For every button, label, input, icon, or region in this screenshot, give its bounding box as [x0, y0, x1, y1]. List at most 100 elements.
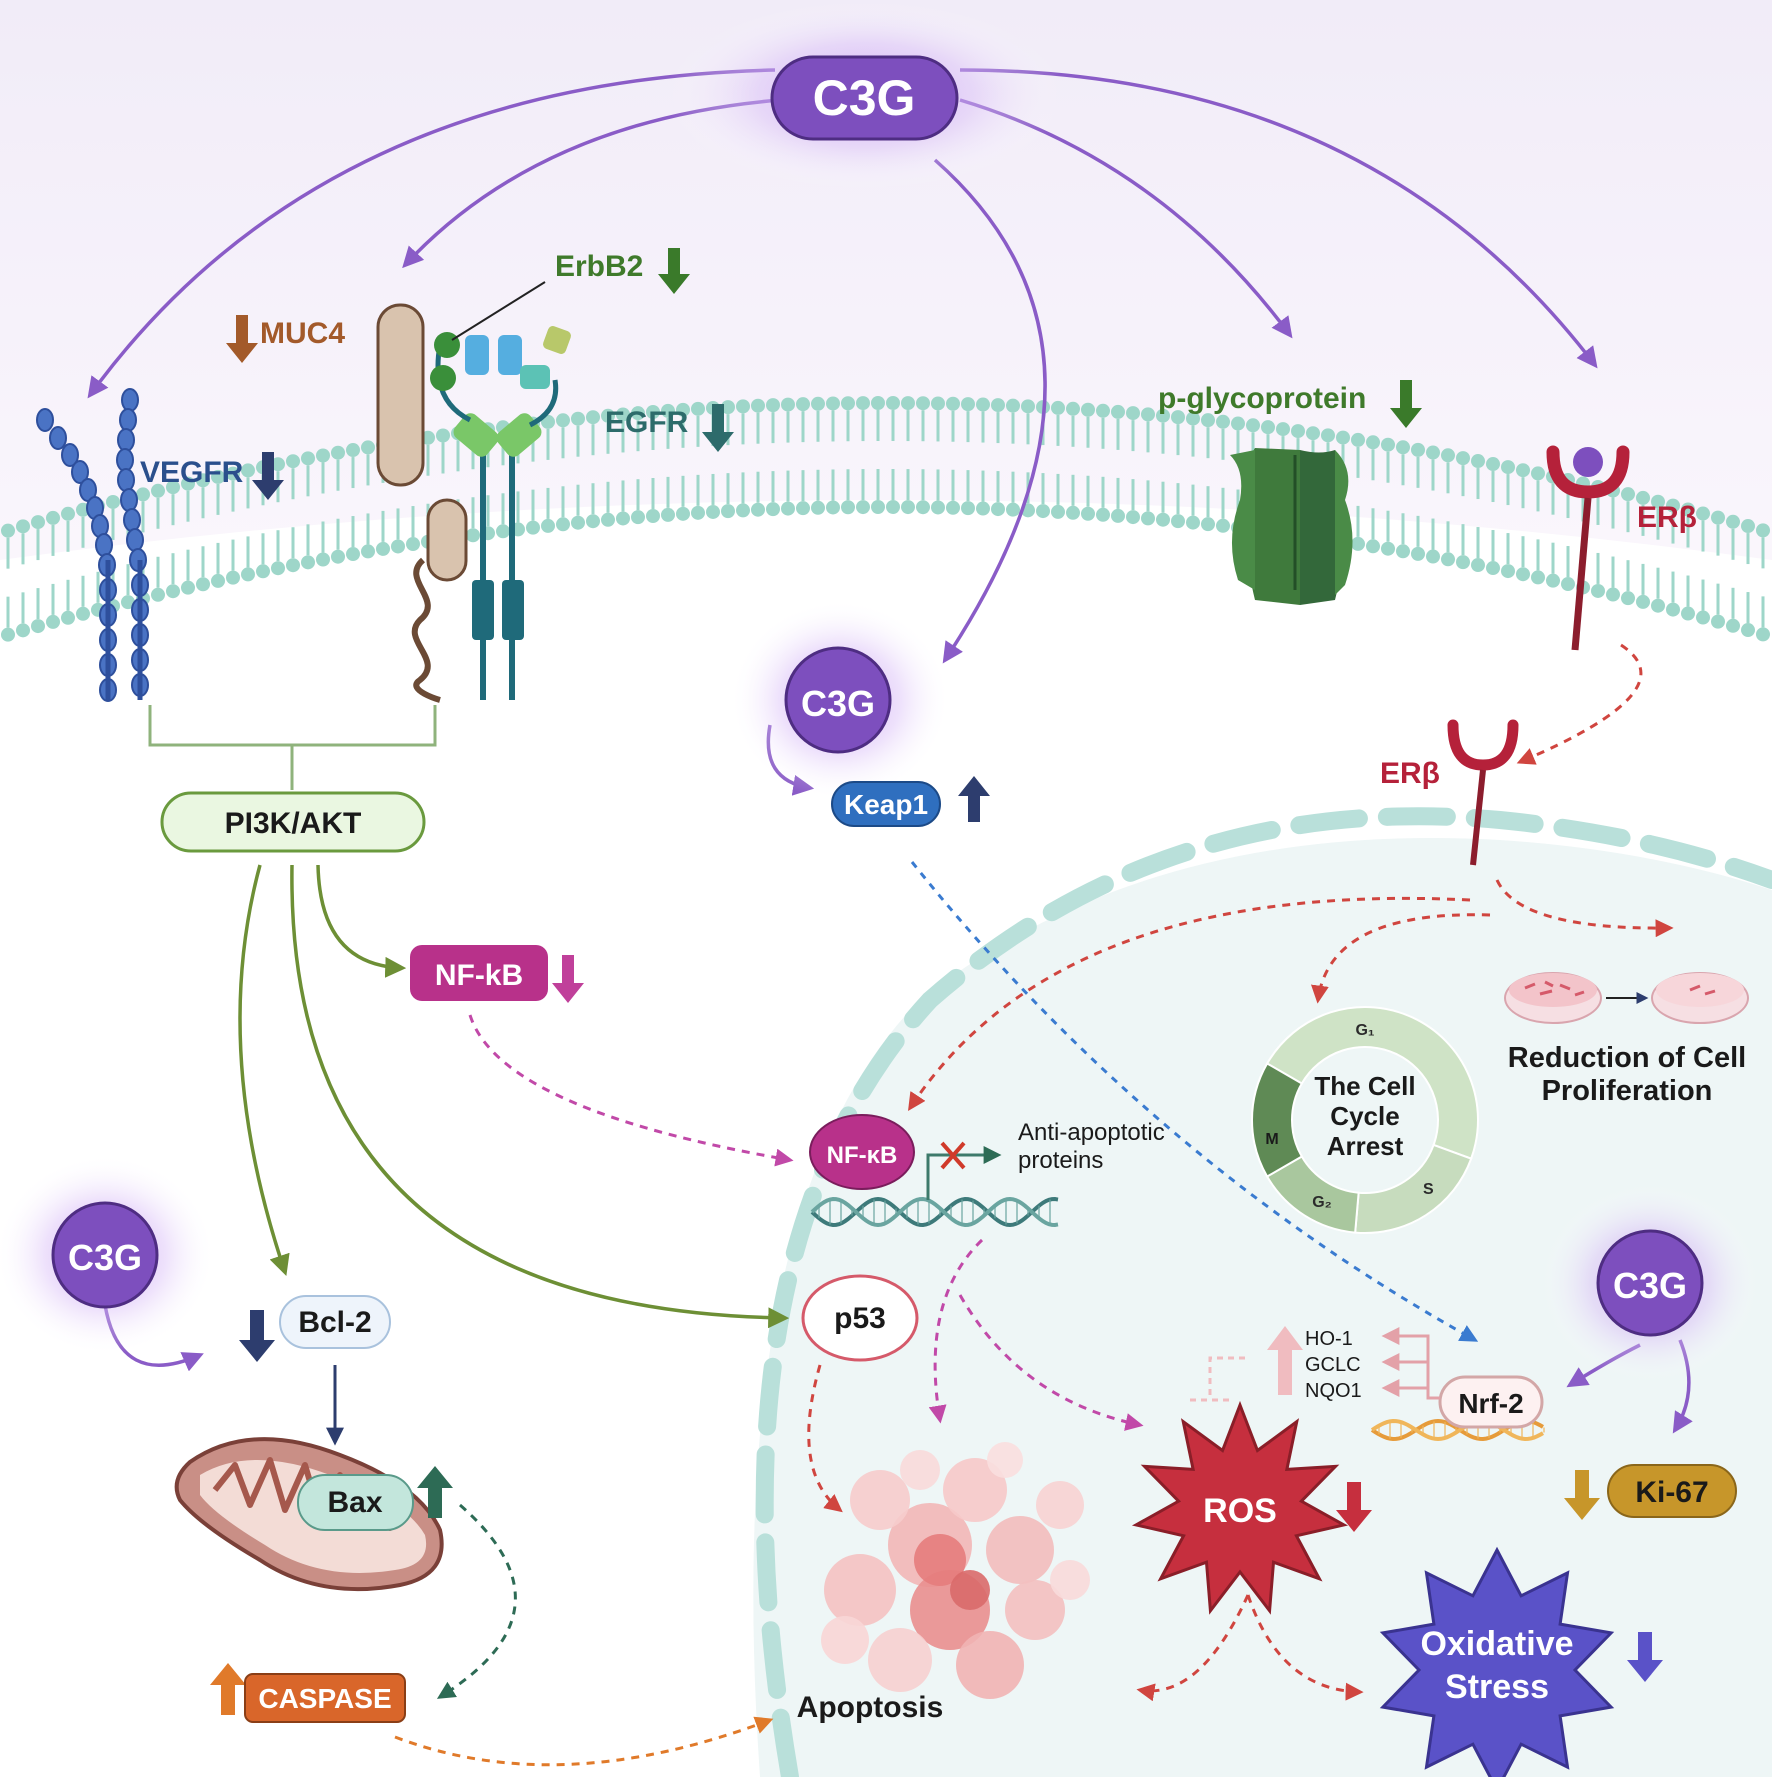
- ki67-node: Ki-67: [1607, 1464, 1737, 1518]
- caspase-up-arrow: [210, 1663, 246, 1715]
- c3g-node-left: C3G: [0, 1155, 215, 1355]
- erb-receptor-cytoplasm: [1447, 719, 1519, 866]
- nuclear-envelope: [755, 807, 1772, 1777]
- cell-cycle-line3: Arrest: [1327, 1131, 1404, 1161]
- phase-s: S: [1423, 1181, 1434, 1198]
- c3g-label-right: C3G: [1613, 1265, 1687, 1306]
- arrow-ros-apoptosis: [1136, 1594, 1250, 1702]
- nrf2-node: Nrf-2: [1438, 1375, 1544, 1429]
- c3g-label-keap1: C3G: [801, 683, 875, 724]
- oxidative-line1: Oxidative: [1420, 1625, 1573, 1663]
- keap1-node: Keap1: [831, 781, 941, 827]
- ros-down-arrow: [1336, 1482, 1372, 1532]
- arrow-c3g-erb: [959, 68, 1598, 369]
- apoptosis-label: Apoptosis: [797, 1691, 944, 1724]
- bax-node: Bax: [297, 1474, 414, 1531]
- reduction-line2: Proliferation: [1542, 1075, 1713, 1107]
- dna-helix-upper: [810, 1196, 1059, 1228]
- nrf2-gene-arrows: [1381, 1327, 1440, 1400]
- ros-star: [1131, 1400, 1349, 1615]
- c3g-label-top: C3G: [813, 70, 916, 126]
- apoptotic-cell: [821, 1442, 1090, 1699]
- caspase-node: CASPASE: [244, 1673, 406, 1723]
- pi3k-label: PI3K/AKT: [225, 807, 362, 840]
- egfr-erbb2-dimer: [430, 281, 571, 700]
- muc4-protein: [376, 303, 468, 703]
- bax-label: Bax: [327, 1486, 382, 1519]
- pgp-label: p-glycoprotein: [1158, 382, 1366, 415]
- bcl2-node: Bcl-2: [279, 1295, 391, 1349]
- cell-cycle-line1: The Cell: [1314, 1071, 1415, 1101]
- nfkb-nucleus-label: NF-κB: [827, 1142, 898, 1169]
- egfr-down-arrow: [702, 404, 734, 452]
- nfkb-nucleus-node: NF-κB: [809, 1114, 915, 1190]
- pi3k-bracket: [148, 705, 437, 790]
- pi3k-akt-node: PI3K/AKT: [160, 791, 426, 853]
- nfkb-down-arrow: [552, 955, 584, 1003]
- nfkb-cytoplasm-label: NF-kB: [435, 959, 523, 992]
- arrow-caspase-apoptosis: [394, 1716, 774, 1767]
- arrow-p53-ros: [958, 1294, 1144, 1431]
- blocked-x-icon: [940, 1141, 966, 1170]
- gene-inhibition-ros: [1190, 1356, 1245, 1402]
- transcription-arrow: [926, 1146, 1002, 1200]
- cell-cycle-wheel: [1251, 1006, 1479, 1234]
- erb-label-membrane: ERβ: [1637, 501, 1697, 534]
- erb-receptor-membrane: [1546, 445, 1630, 651]
- oxidative-down-arrow: [1627, 1632, 1663, 1682]
- erbb2-label: ErbB2: [555, 250, 643, 283]
- arrow-erb-proliferation: [1495, 879, 1674, 938]
- bcl2-down-arrow: [239, 1310, 275, 1362]
- muc4-down-arrow: [226, 315, 258, 363]
- erb-arrows: [908, 879, 1674, 1112]
- petri-dish-after: [1651, 972, 1749, 1024]
- pgp-down-arrow: [1390, 380, 1422, 428]
- phase-g2: G₂: [1312, 1194, 1332, 1211]
- arrow-c3g-keap1: [933, 158, 1047, 664]
- arrow-erb-cellcycle: [1310, 913, 1491, 1004]
- reduction-line1: Reduction of Cell: [1508, 1042, 1746, 1074]
- erbb2-down-arrow: [658, 248, 690, 294]
- ros-arrows: [1136, 1594, 1364, 1702]
- c3g-node-right: C3G: [1540, 1183, 1760, 1383]
- extracellular-bg: [0, 0, 1772, 560]
- erb-label-cytoplasm: ERβ: [1380, 757, 1440, 790]
- arrow-ros-oxidative: [1246, 1594, 1364, 1701]
- anti-apoptotic-line1: Anti-apoptotic: [1018, 1119, 1165, 1146]
- oxidative-stress-star: [1379, 1546, 1615, 1777]
- pi3k-arrows: [238, 864, 790, 1329]
- nucleus-magenta-arrows: [928, 1238, 1144, 1431]
- arrow-bax-caspase: [436, 1503, 517, 1699]
- nfkb-cytoplasm-node: NF-kB: [410, 945, 548, 1001]
- oxidative-line2: Stress: [1445, 1668, 1549, 1706]
- c3g-node-keap1: C3G: [730, 600, 950, 800]
- vegfr-down-arrow: [252, 452, 284, 500]
- bax-up-arrow: [417, 1466, 453, 1518]
- arrow-pi3k-bcl2: [238, 864, 290, 1276]
- genes-up-arrow: [1267, 1326, 1303, 1395]
- p53-label: p53: [834, 1302, 886, 1335]
- arrow-p53-apoptosis: [807, 1364, 843, 1513]
- arrow-dna-apoptosis: [928, 1238, 984, 1424]
- arrow-pi3k-nfkb: [316, 864, 407, 978]
- arrow-erb-translocation: [1516, 643, 1643, 765]
- arrow-erb-nfkb: [908, 896, 1471, 1112]
- phase-g1: G₁: [1355, 1022, 1374, 1039]
- gene-nqo1: NQO1: [1305, 1380, 1362, 1402]
- c3g-node-top: C3G: [665, 0, 1065, 190]
- keap1-label: Keap1: [844, 789, 928, 820]
- p53-node: p53: [801, 1274, 919, 1362]
- vegfr-receptor: [36, 388, 149, 702]
- c3g-label-left: C3G: [68, 1237, 142, 1278]
- ros-label: ROS: [1203, 1492, 1277, 1530]
- ki67-down-arrow: [1564, 1470, 1600, 1520]
- vegfr-label: VEGFR: [140, 456, 244, 489]
- nrf2-label: Nrf-2: [1458, 1388, 1523, 1419]
- gene-ho1: HO-1: [1305, 1328, 1353, 1350]
- ki67-label: Ki-67: [1635, 1476, 1708, 1509]
- gene-gclc: GCLC: [1305, 1354, 1361, 1376]
- bcl2-label: Bcl-2: [298, 1306, 371, 1339]
- petri-dish-before: [1504, 972, 1602, 1024]
- arrow-pi3k-p53: [290, 864, 790, 1329]
